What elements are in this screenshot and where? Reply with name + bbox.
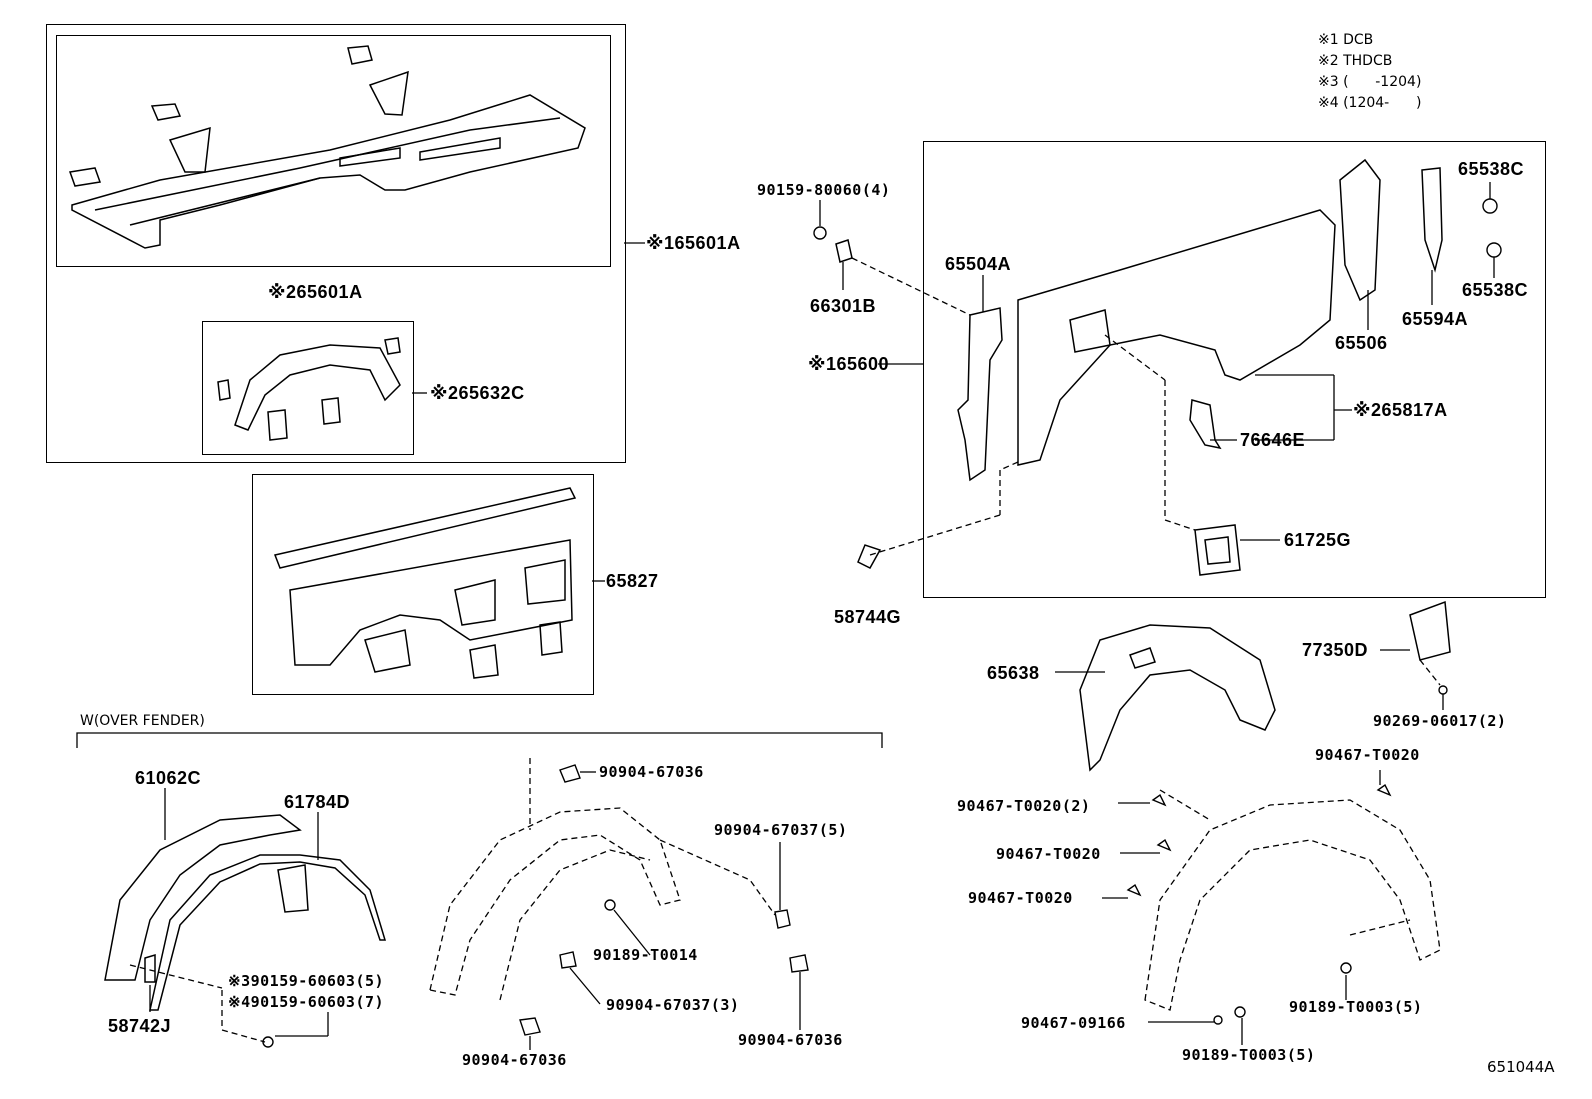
part-label-90189-T0003-bottom[interactable]: 90189-T0003(5)	[1182, 1046, 1316, 1064]
part-label-90159-60603-5[interactable]: ※390159-60603(5)	[228, 972, 385, 990]
part-label-90904-67037-5[interactable]: 90904-67037(5)	[714, 821, 848, 839]
part-label-90904-67037-3[interactable]: 90904-67037(3)	[606, 996, 740, 1014]
part-label-90904-67036-b[interactable]: 90904-67036	[738, 1031, 843, 1049]
part-label-65817A[interactable]: ※265817A	[1353, 400, 1448, 420]
frame-wheel-house	[202, 321, 414, 455]
note-2-text: THDCB	[1343, 53, 1393, 69]
frame-front-panel	[252, 474, 594, 695]
part-label-90269-06017[interactable]: 90269-06017(2)	[1373, 712, 1507, 730]
part-label-61725G[interactable]: 61725G	[1284, 530, 1352, 550]
part-label-65538C-top[interactable]: 65538C	[1458, 159, 1525, 179]
note-1-mark: ※1	[1318, 32, 1339, 48]
frame-bed-floor	[56, 35, 611, 267]
note-1-text: DCB	[1343, 32, 1374, 48]
part-label-61784D[interactable]: 61784D	[284, 792, 351, 812]
part-label-65601A-1[interactable]: ※165601A	[646, 233, 741, 253]
part-label-90467-09166[interactable]: 90467-09166	[1021, 1014, 1126, 1032]
side-panel-illustration	[857, 158, 1443, 576]
part-label-65600[interactable]: ※165600	[808, 354, 890, 374]
part-label-90904-67036-c[interactable]: 90904-67036	[462, 1051, 567, 1069]
part-label-77350D[interactable]: 77350D	[1302, 640, 1369, 660]
part-label-90467-T0020-middle[interactable]: 90467-T0020	[996, 845, 1101, 863]
part-label-90467-T0020-right[interactable]: 90467-T0020	[1315, 746, 1420, 764]
note-4-mark: ※4	[1318, 95, 1339, 111]
part-label-90159-80060[interactable]: 90159-80060(4)	[757, 181, 891, 199]
part-label-66301B[interactable]: 66301B	[810, 296, 877, 316]
part-label-65638[interactable]: 65638	[987, 663, 1040, 683]
part-label-65827[interactable]: 65827	[606, 571, 659, 591]
part-label-76646E[interactable]: 76646E	[1240, 430, 1306, 450]
wheel-house-illustration	[217, 337, 401, 441]
part-label-90189-T0003-right[interactable]: 90189-T0003(5)	[1289, 998, 1423, 1016]
diagram-id: 651044A	[1487, 1058, 1555, 1076]
part-label-90467-T0020-left[interactable]: 90467-T0020	[968, 889, 1073, 907]
part-label-65594A[interactable]: 65594A	[1402, 309, 1469, 329]
part-label-90159-60603-7[interactable]: ※490159-60603(7)	[228, 993, 385, 1011]
note-2: ※2 THDCB	[1318, 53, 1392, 69]
part-label-90189-T0014[interactable]: 90189-T0014	[593, 946, 698, 964]
front-panel-illustration	[273, 487, 577, 679]
note-4-text: (1204- )	[1343, 95, 1422, 111]
part-label-58744G[interactable]: 58744G	[834, 607, 902, 627]
bed-floor-illustration	[68, 45, 586, 249]
liner-illustration	[1079, 624, 1276, 772]
part-label-61062C[interactable]: 61062C	[135, 768, 202, 788]
note-3-mark: ※3	[1318, 74, 1339, 90]
note-1: ※1 DCB	[1318, 32, 1373, 48]
part-label-58742J[interactable]: 58742J	[108, 1016, 172, 1036]
part-label-65601A-2[interactable]: ※265601A	[268, 282, 363, 302]
note-2-mark: ※2	[1318, 53, 1339, 69]
part-label-65632C[interactable]: ※265632C	[430, 383, 525, 403]
part-label-90467-T0020-2[interactable]: 90467-T0020(2)	[957, 797, 1091, 815]
part-label-65538C-bottom[interactable]: 65538C	[1462, 280, 1529, 300]
part-label-90904-67036-a[interactable]: 90904-67036	[599, 763, 704, 781]
section-label-over-fender: W(OVER FENDER)	[80, 713, 205, 729]
leader-lines	[129, 182, 1495, 1050]
over-fender-bracket	[76, 732, 883, 748]
note-3-text: ( -1204)	[1343, 74, 1422, 90]
over-fender-illustration	[104, 814, 387, 1011]
note-4: ※4 (1204- )	[1318, 95, 1421, 111]
dashed-liner-illustration	[1144, 789, 1441, 1011]
dashed-fender-illustration	[429, 758, 776, 1001]
note-3: ※3 ( -1204)	[1318, 74, 1421, 90]
frame-side-panel	[923, 141, 1546, 598]
part-label-65506[interactable]: 65506	[1335, 333, 1388, 353]
part-label-65504A[interactable]: 65504A	[945, 254, 1012, 274]
